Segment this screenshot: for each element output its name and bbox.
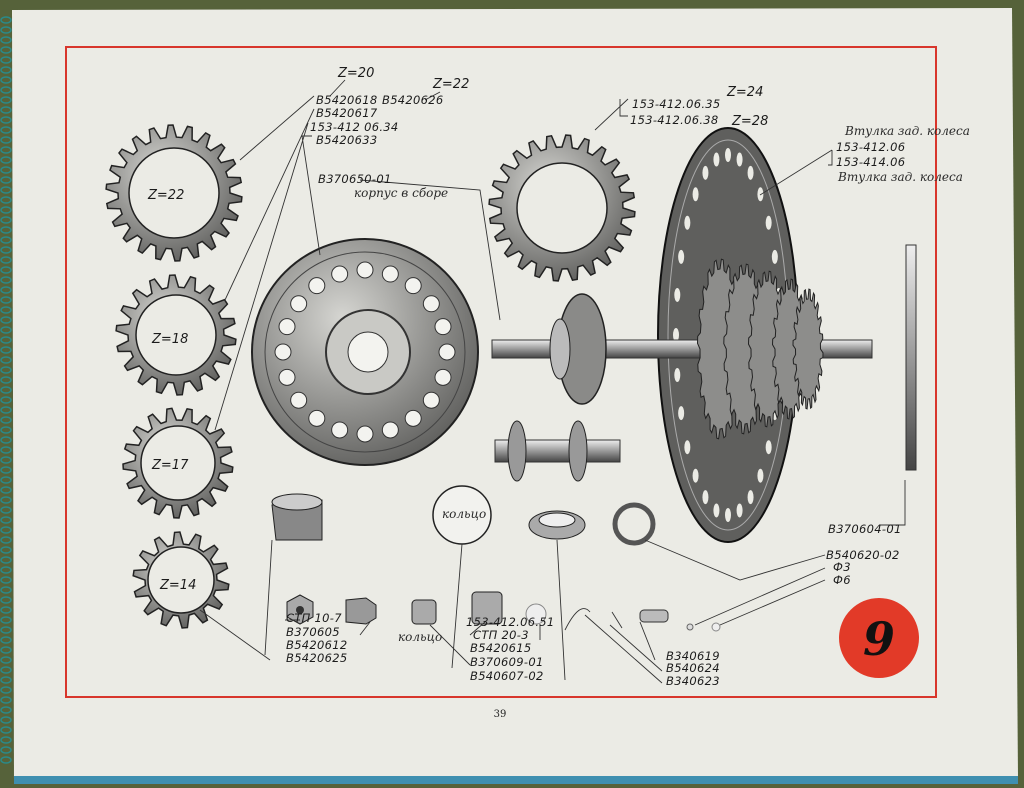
axle [905, 244, 917, 471]
cover-edge [14, 776, 1018, 784]
part-label: 153-412.06.38 [630, 113, 719, 127]
part-label: B5420625 [286, 651, 348, 665]
part-label: B5420633 [316, 133, 378, 147]
part-label: СТП 10-7 [286, 611, 342, 625]
leader-lines [199, 79, 906, 684]
page-number: 39 [494, 709, 507, 720]
plate-number-badge: 9 [839, 598, 919, 678]
part-label: 153-412.06 [836, 140, 905, 154]
part-label: Ф3 [833, 560, 851, 574]
sprocket [115, 274, 237, 396]
sprocket-label: Z=22 [147, 188, 184, 203]
page-frame [65, 46, 937, 698]
part-label: Ф6 [833, 573, 851, 587]
sprocket [122, 407, 234, 519]
part-label: B5420618 [316, 93, 378, 107]
part-label: B5420612 [286, 638, 348, 652]
part-label: 153-414.06 [836, 155, 905, 169]
ring-label: кольцо [442, 507, 486, 521]
spiral-binding [0, 16, 12, 764]
sprocket [488, 134, 636, 282]
part-label: B540624 [666, 661, 720, 675]
part-label: 153-412 06.34 [310, 120, 399, 134]
part-label: B340619 [666, 649, 720, 663]
part-label: B5420617 [316, 106, 378, 120]
part-label: СТП 20-3 [473, 628, 529, 642]
sprocket-label: Z=17 [151, 458, 189, 473]
part-label: B370604-01 [828, 522, 902, 536]
hub-shell [494, 420, 621, 482]
part-label: 153-412.06.51 [466, 615, 555, 629]
labels: Z=20 Z=22 B5420618 B5420626 B5420617 153… [147, 66, 970, 720]
sprocket-label: Z=18 [151, 332, 188, 347]
part-label: 153-412.06.35 [632, 97, 721, 111]
part-label: B340623 [666, 674, 720, 688]
housing-assembly [251, 238, 479, 466]
part-label: B370605 [286, 625, 340, 639]
sprocket [105, 124, 243, 262]
label-z20: Z=20 [337, 66, 374, 81]
handwritten-note: Втулка зад. колеса [844, 124, 970, 138]
part-label: B370609-01 [470, 655, 544, 669]
handwritten-note: Втулка зад. колеса [837, 170, 963, 184]
ring-label-small: кольцо [398, 630, 442, 644]
label-z22: Z=22 [432, 77, 469, 92]
part-label: B370650-01 [318, 172, 392, 186]
label-z28: Z=28 [731, 114, 768, 129]
label-z24: Z=24 [726, 85, 763, 100]
small-parts [271, 485, 721, 632]
part-label: B540620-02 [826, 548, 900, 562]
part-label: B5420626 [382, 93, 444, 107]
rear-hub-assembly [491, 127, 873, 543]
part-label: B540607-02 [470, 669, 544, 683]
plate-number: 9 [863, 612, 895, 666]
handwritten-note: корпус в сборе [354, 186, 448, 200]
sprocket [132, 531, 230, 629]
part-label: B5420615 [470, 641, 532, 655]
sprocket-label: Z=14 [159, 578, 196, 593]
